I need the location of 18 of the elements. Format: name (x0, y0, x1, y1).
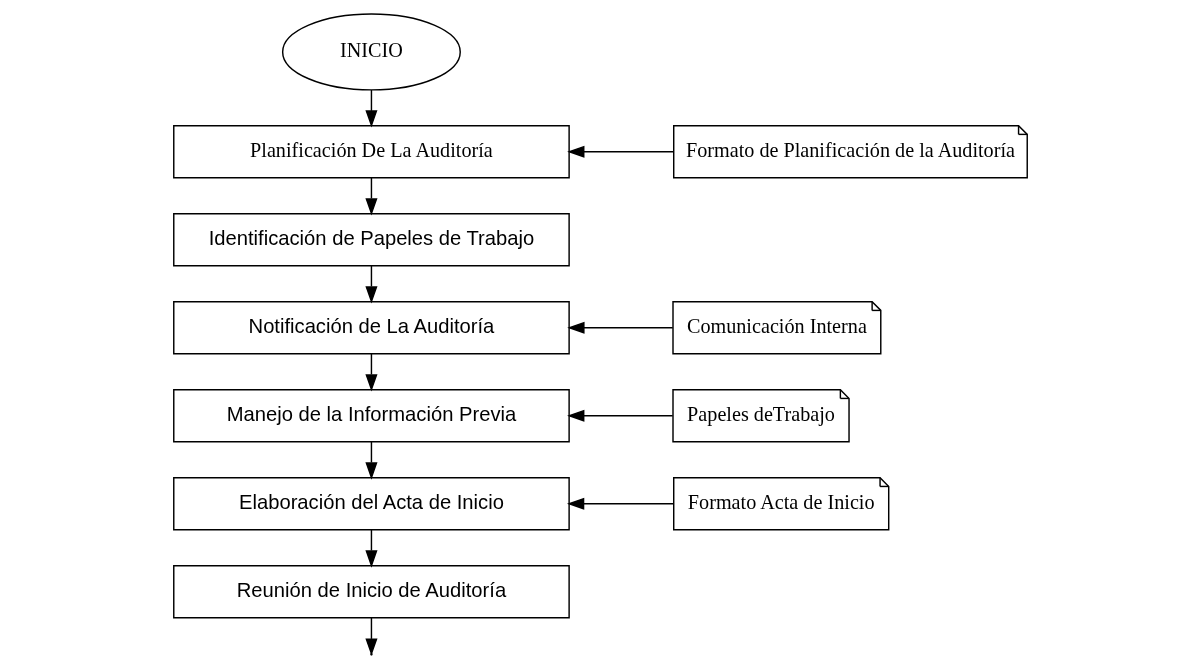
arrow (365, 89, 378, 128)
arrow (365, 441, 378, 480)
node-box: Identificación de Papeles de Trabajo (173, 213, 570, 267)
node-box: Planificación De La Auditoría (173, 125, 570, 179)
arrow (567, 321, 674, 334)
node-box: Reunión de Inicio de Auditoría (173, 565, 570, 619)
arrow (567, 409, 674, 422)
node-ellipse: INICIO (281, 13, 461, 91)
node-box: Manejo de la Información Previa (173, 389, 570, 443)
node-box: Elaboración del Acta de Inicio (173, 477, 570, 531)
arrow (365, 265, 378, 304)
arrow (365, 353, 378, 392)
arrow (365, 617, 378, 656)
arrow (365, 529, 378, 568)
node-box: Notificación de La Auditoría (173, 301, 570, 355)
arrow (566, 497, 675, 510)
arrow (365, 177, 378, 216)
arrow (567, 145, 675, 158)
